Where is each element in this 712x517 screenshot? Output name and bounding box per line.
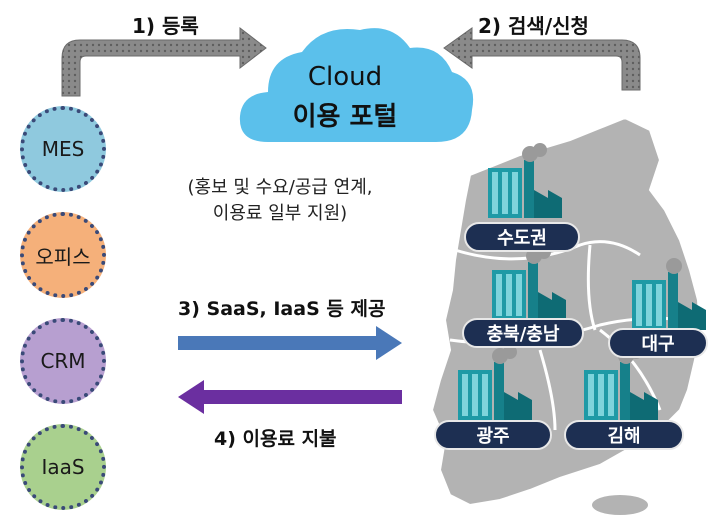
service-office-circle: 오피스: [20, 212, 106, 298]
step-register-label: 1) 등록: [132, 14, 199, 38]
cloud-title: Cloud: [307, 62, 383, 92]
service-office-label: 오피스: [35, 244, 91, 269]
provide-arrow: [178, 326, 402, 360]
step-pay-label: 4) 이용료 지불: [214, 428, 337, 450]
region-label: 김해: [607, 426, 641, 447]
description-line-1: (홍보 및 수요/공급 연계,: [187, 177, 373, 198]
description-line-2: 이용료 일부 지원): [212, 203, 348, 224]
service-mes-circle: MES: [20, 106, 106, 192]
pay-arrow: [178, 380, 402, 414]
region-badge-sudogwon: 수도권: [464, 222, 580, 252]
region-badge-gimhae: 김해: [564, 420, 684, 450]
step-search-label: 2) 검색/신청: [478, 14, 589, 38]
region-badge-gwangju: 광주: [434, 420, 552, 450]
step-provide-label: 3) SaaS, IaaS 등 제공: [178, 298, 386, 320]
service-iaas-label: IaaS: [41, 455, 85, 479]
factory-icon: [458, 345, 532, 420]
cloud-shape: [239, 28, 474, 143]
search-connector-arrow: [443, 27, 641, 91]
factory-icon: [492, 245, 566, 320]
region-label: 광주: [476, 426, 510, 447]
factory-icon: [584, 345, 658, 420]
service-crm-label: CRM: [40, 349, 86, 373]
service-crm-circle: CRM: [20, 318, 106, 404]
region-label: 충북/충남: [486, 324, 560, 345]
register-connector-arrow: [61, 26, 267, 97]
service-mes-label: MES: [41, 137, 85, 161]
region-label: 수도권: [497, 228, 547, 249]
service-iaas-circle: IaaS: [20, 424, 106, 510]
region-badge-chungbuk-chungnam: 충북/충남: [462, 318, 584, 348]
cloud-subtitle: 이용 포털: [292, 102, 398, 132]
region-label: 대구: [641, 334, 675, 355]
region-badge-daegu: 대구: [608, 328, 708, 358]
factory-icon: [488, 143, 562, 218]
factory-icon: [632, 258, 706, 330]
